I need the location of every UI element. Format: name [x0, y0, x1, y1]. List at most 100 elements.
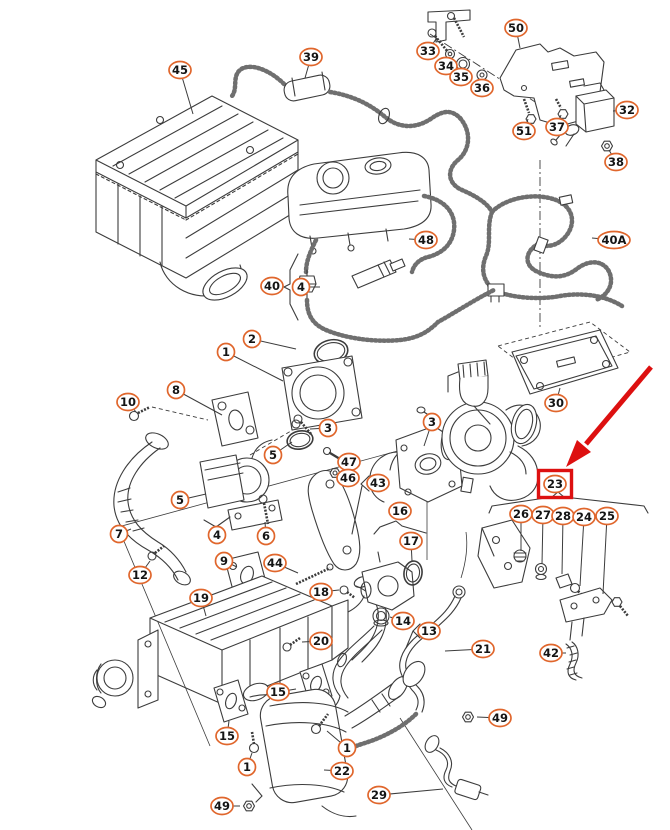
svg-text:47: 47	[341, 455, 357, 469]
callout-7: 7	[109, 524, 132, 544]
bolt-3	[293, 414, 303, 424]
o-ring-17	[403, 560, 423, 586]
bolt-1	[248, 742, 260, 754]
strap-42	[565, 641, 583, 681]
callout-35: 35	[449, 67, 473, 87]
svg-text:37: 37	[549, 120, 565, 134]
gasket-plate	[511, 329, 619, 395]
svg-text:3: 3	[324, 421, 332, 435]
egr-valve	[199, 439, 283, 531]
callout-27: 27	[531, 505, 555, 565]
sensor-connector	[454, 778, 482, 801]
nut-38	[600, 140, 614, 152]
svg-text:17: 17	[403, 534, 419, 548]
bolt-51	[522, 98, 531, 114]
callout-15: 15	[215, 720, 239, 746]
callout-8: 8	[166, 380, 223, 416]
svg-text:26: 26	[513, 507, 529, 521]
bolt-1	[310, 723, 322, 735]
svg-text:5: 5	[269, 448, 277, 462]
svg-text:36: 36	[474, 81, 490, 95]
svg-text:50: 50	[508, 21, 524, 35]
callout-1: 1	[326, 730, 357, 758]
rubber-mount-26	[513, 549, 527, 563]
svg-text:35: 35	[453, 70, 469, 84]
vacuum-hose-harness	[481, 194, 625, 309]
callout-5: 5	[263, 441, 293, 465]
svg-text:1: 1	[343, 741, 351, 755]
gasket-15	[213, 679, 249, 723]
svg-text:40A: 40A	[602, 233, 627, 247]
svg-text:44: 44	[267, 556, 283, 570]
svg-text:29: 29	[371, 788, 387, 802]
callout-3: 3	[422, 412, 442, 447]
callout-40: 40	[260, 276, 284, 296]
breather-hose-48	[409, 193, 457, 275]
callout-23: 23	[536, 468, 574, 500]
callout-20: 20	[301, 631, 333, 651]
callout-13: 13	[417, 621, 441, 641]
callout-48: 48	[408, 230, 438, 250]
check-valve-hoses	[297, 237, 497, 343]
intake-hose	[229, 64, 495, 215]
callout-40A: 40A	[591, 230, 631, 250]
callout-39: 39	[299, 47, 323, 79]
svg-text:25: 25	[599, 509, 615, 523]
svg-text:12: 12	[132, 568, 148, 582]
svg-text:18: 18	[313, 585, 329, 599]
svg-text:9: 9	[220, 554, 228, 568]
svg-text:27: 27	[535, 508, 551, 522]
callout-1: 1	[237, 752, 257, 777]
svg-text:23: 23	[547, 477, 563, 491]
bolt-37	[554, 98, 563, 109]
svg-text:3: 3	[428, 415, 436, 429]
svg-text:4: 4	[297, 280, 305, 294]
svg-text:32: 32	[619, 103, 635, 117]
svg-text:19: 19	[193, 591, 209, 605]
svg-text:21: 21	[475, 642, 491, 656]
bush-27	[534, 562, 548, 576]
svg-text:39: 39	[303, 50, 319, 64]
mounting-bracket-top	[427, 9, 615, 152]
callout-29: 29	[367, 785, 444, 805]
callout-19: 19	[189, 588, 213, 617]
heat-shield-hardware	[477, 519, 630, 681]
callout-49: 49	[210, 796, 240, 816]
svg-text:43: 43	[370, 476, 386, 490]
gasket-8	[211, 391, 259, 447]
solenoid-valve	[550, 82, 615, 147]
callout-32: 32	[612, 100, 639, 120]
svg-text:46: 46	[340, 471, 356, 485]
callout-2: 2	[242, 329, 297, 350]
svg-text:49: 49	[214, 799, 230, 813]
svg-text:28: 28	[555, 509, 571, 523]
bolt-10	[128, 410, 140, 422]
cylinder-head-cover	[287, 151, 457, 275]
svg-text:33: 33	[420, 44, 436, 58]
bolt-12	[147, 551, 157, 561]
catalytic-converter	[242, 636, 426, 818]
stud-44	[295, 566, 331, 586]
callout-51: 51	[512, 118, 536, 141]
callout-25: 25	[595, 506, 619, 595]
bolt-6	[258, 494, 268, 504]
svg-text:30: 30	[548, 396, 564, 410]
svg-text:13: 13	[421, 624, 437, 638]
svg-text:51: 51	[516, 124, 532, 138]
svg-text:20: 20	[313, 634, 329, 648]
wastegate-actuator	[447, 359, 491, 425]
callout-12: 12	[128, 560, 152, 585]
nut-49	[242, 800, 256, 812]
svg-text:14: 14	[395, 614, 411, 628]
callout-10: 10	[116, 392, 140, 413]
construction-lines	[117, 33, 631, 830]
svg-text:6: 6	[262, 529, 270, 543]
callout-28: 28	[551, 506, 575, 575]
callout-5: 5	[170, 490, 207, 510]
callout-37: 37	[545, 114, 569, 137]
callout-30: 30	[544, 387, 568, 413]
svg-text:38: 38	[608, 155, 624, 169]
bolt-18	[339, 585, 349, 595]
cap-14	[372, 607, 390, 625]
